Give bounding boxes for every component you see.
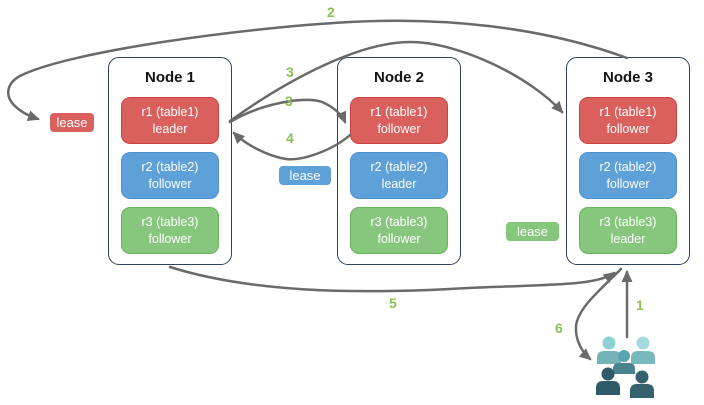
lease-tag-table1: lease <box>49 112 95 133</box>
replica-role: follower <box>377 231 421 246</box>
step-label-5: 5 <box>389 295 397 311</box>
replica-role: leader <box>610 231 646 246</box>
node-1-box: Node 1 r1 (table1) leader r2 (table2) fo… <box>108 57 232 265</box>
replica-name: r2 (table2) <box>599 160 657 174</box>
step-label-3b: 3 <box>285 93 293 109</box>
step-label-6: 6 <box>555 320 563 336</box>
replica-role: follower <box>148 231 192 246</box>
replica-name: r3 (table3) <box>370 215 428 229</box>
person-glyph <box>597 336 621 364</box>
person-glyph <box>596 367 620 395</box>
node3-r3-leader: r3 (table3) leader <box>579 207 677 254</box>
replica-role: follower <box>377 121 421 136</box>
replica-role: leader <box>381 176 417 191</box>
node-3-title: Node 3 <box>602 69 653 86</box>
arrow-step-5-node1-to-node3 <box>168 265 616 293</box>
person-glyph <box>630 370 654 398</box>
users-group-icon <box>596 336 655 398</box>
node2-r1-follower: r1 (table1) follower <box>350 97 448 144</box>
node-1-title: Node 1 <box>144 69 195 86</box>
replica-name: r3 (table3) <box>599 215 657 229</box>
replica-name: r1 (table1) <box>141 105 199 119</box>
lease-tag-table3: lease <box>505 221 560 242</box>
replica-role: follower <box>606 176 650 191</box>
replica-name: r3 (table3) <box>141 215 199 229</box>
person-glyph <box>631 336 655 364</box>
replica-role: leader <box>152 121 188 136</box>
node2-r2-leader: r2 (table2) leader <box>350 152 448 199</box>
node-3-box: Node 3 r1 (table1) follower r2 (table2) … <box>566 57 690 265</box>
node2-r3-follower: r3 (table3) follower <box>350 207 448 254</box>
node3-r2-follower: r2 (table2) follower <box>579 152 677 199</box>
arrow-step-2-node3-to-lease1 <box>7 19 629 122</box>
step-label-2: 2 <box>327 4 335 20</box>
step-label-1: 1 <box>636 297 644 313</box>
step-label-3a: 3 <box>286 64 294 80</box>
replica-name: r2 (table2) <box>370 160 428 174</box>
lease-tag-table2: lease <box>278 165 332 186</box>
replica-name: r1 (table1) <box>370 105 428 119</box>
node1-r2-follower: r2 (table2) follower <box>121 152 219 199</box>
node1-r1-leader: r1 (table1) leader <box>121 97 219 144</box>
replica-role: follower <box>148 176 192 191</box>
node1-r3-follower: r3 (table3) follower <box>121 207 219 254</box>
replica-role: follower <box>606 121 650 136</box>
replica-name: r1 (table1) <box>599 105 657 119</box>
node3-r1-follower: r1 (table1) follower <box>579 97 677 144</box>
replica-name: r2 (table2) <box>141 160 199 174</box>
node-2-box: Node 2 r1 (table1) follower r2 (table2) … <box>337 57 461 265</box>
node-2-title: Node 2 <box>373 69 424 86</box>
step-label-4: 4 <box>286 130 294 146</box>
